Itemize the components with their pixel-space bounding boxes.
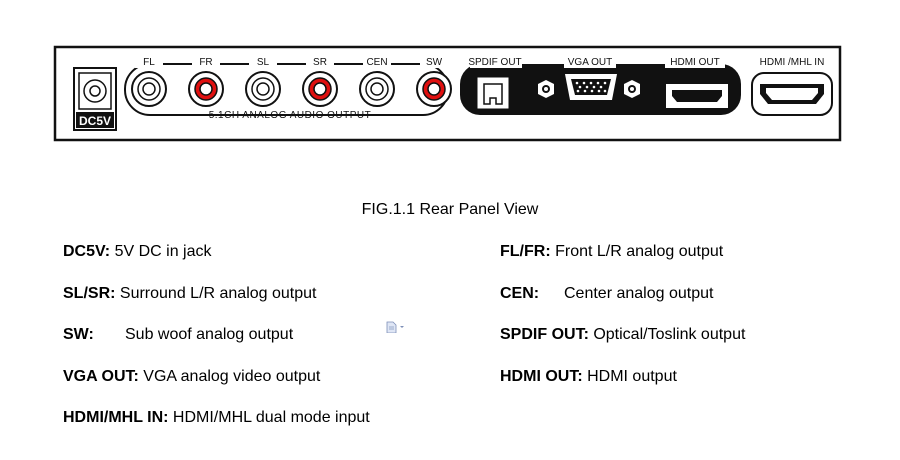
dc5v-jack: DC5V [73,67,117,131]
legend-term: CEN: [500,285,540,302]
rca-jack-fl: FL [131,56,167,107]
rca-jack-cen: CEN [359,56,395,107]
spdif-port [477,77,509,109]
audio-output-group: FL FR SL SR CEN SW 5.1CH ANALOG AUDIO OUTPUT [124,56,452,121]
legend-vga-out: VGA OUT: VGA analog video output [63,368,320,386]
legend-desc: Surround L/R analog output [115,285,317,302]
legend-hdmi-mhl-in: HDMI/MHL IN: HDMI/MHL dual mode input [63,409,370,427]
legend-sl-sr: SL/SR: Surround L/R analog output [63,285,316,303]
digital-output-group: SPDIF OUT VGA OUT HDMI OUT [460,56,741,115]
rca-label-fr: FR [199,57,212,68]
figure-caption: FIG.1.1 Rear Panel View [361,201,539,218]
legend-fl-fr: FL/FR: Front L/R analog output [500,243,723,261]
legend-desc: Optical/Toslink output [588,326,746,343]
legend-hdmi-out: HDMI OUT: HDMI output [500,368,677,386]
legend-term: VGA OUT: [63,368,139,385]
legend-term: HDMI/MHL IN: [63,409,169,426]
rca-label-cen: CEN [366,57,387,68]
legend-term: SPDIF OUT: [500,326,589,343]
legend-term: FL/FR: [500,243,551,260]
document-icon [386,321,404,333]
vga-screw-left [538,80,554,98]
legend-desc: Sub woof analog output [125,326,294,343]
rca-label-fl: FL [143,57,155,68]
audio-group-label: 5.1CH ANALOG AUDIO OUTPUT [209,110,372,121]
hdmi-out-label: HDMI OUT [670,57,719,68]
rear-panel-diagram: DC5V FL FR SL SR CEN SW 5.1CH ANALOG AUDIO OU… [53,45,842,142]
legend-sw: SW: Sub woof analog output [63,326,293,344]
legend-term: SL/SR: [63,285,116,302]
legend-term: DC5V: [63,243,111,260]
vga-port [565,74,617,100]
rca-jack-sl: SL [245,56,281,107]
rca-label-sl: SL [257,57,270,68]
hdmi-in-label: HDMI /MHL IN [760,57,825,68]
rca-jack-fr: FR [188,56,224,107]
legend-cen: CEN: Center analog output [500,285,713,303]
hdmi-mhl-in-group: HDMI /MHL IN [751,57,833,116]
legend-dc5v: DC5V: 5V DC in jack [63,243,212,261]
legend-term: HDMI OUT: [500,368,583,385]
vga-screw-right [624,80,640,98]
hdmi-out-port [666,84,728,108]
rca-label-sw: SW [426,57,443,68]
vga-label: VGA OUT [568,57,612,68]
spdif-label: SPDIF OUT [468,57,521,68]
legend-desc: Center analog output [564,285,714,302]
rca-jack-sw: SW [416,56,452,107]
rca-jack-sr: SR [302,56,338,107]
rca-label-sr: SR [313,57,327,68]
dc5v-label: DC5V [79,114,111,128]
legend-spdif: SPDIF OUT: Optical/Toslink output [500,326,745,344]
legend-desc: HDMI output [582,368,677,385]
legend-desc: Front L/R analog output [550,243,724,260]
audio-jacks: FL FR SL SR CEN SW [131,56,452,107]
legend-desc: HDMI/MHL dual mode input [168,409,370,426]
legend-desc: 5V DC in jack [110,243,212,260]
legend-term: SW: [63,326,94,343]
legend-desc: VGA analog video output [138,368,321,385]
